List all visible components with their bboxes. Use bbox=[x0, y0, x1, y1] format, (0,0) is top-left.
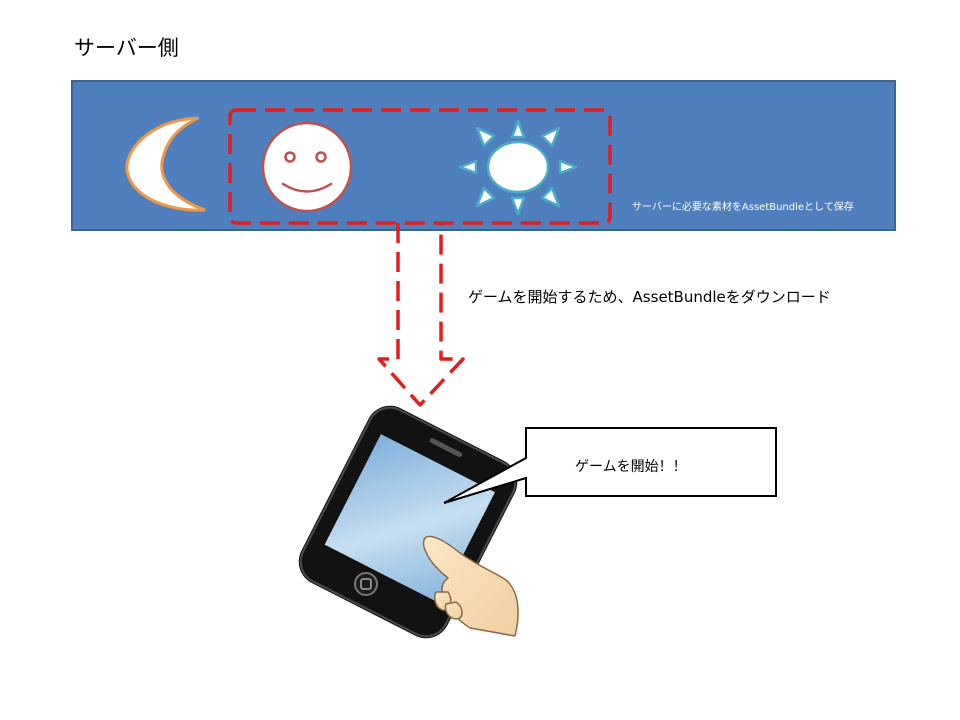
speech-bubble bbox=[443, 427, 777, 504]
server-box bbox=[71, 80, 896, 231]
download-arrow bbox=[377, 223, 465, 407]
server-caption: サーバーに必要な素材をAssetBundleとして保存 bbox=[632, 202, 854, 213]
download-caption: ゲームを開始するため、AssetBundleをダウンロード bbox=[468, 288, 831, 306]
hand-icon bbox=[422, 535, 519, 637]
dashed-selection bbox=[228, 108, 612, 225]
moon-icon bbox=[125, 116, 206, 212]
smiley-icon bbox=[261, 121, 353, 213]
page-title: サーバー側 bbox=[74, 36, 179, 60]
speech-bubble-text: ゲームを開始！！ bbox=[575, 459, 687, 475]
sun-icon bbox=[458, 119, 578, 216]
